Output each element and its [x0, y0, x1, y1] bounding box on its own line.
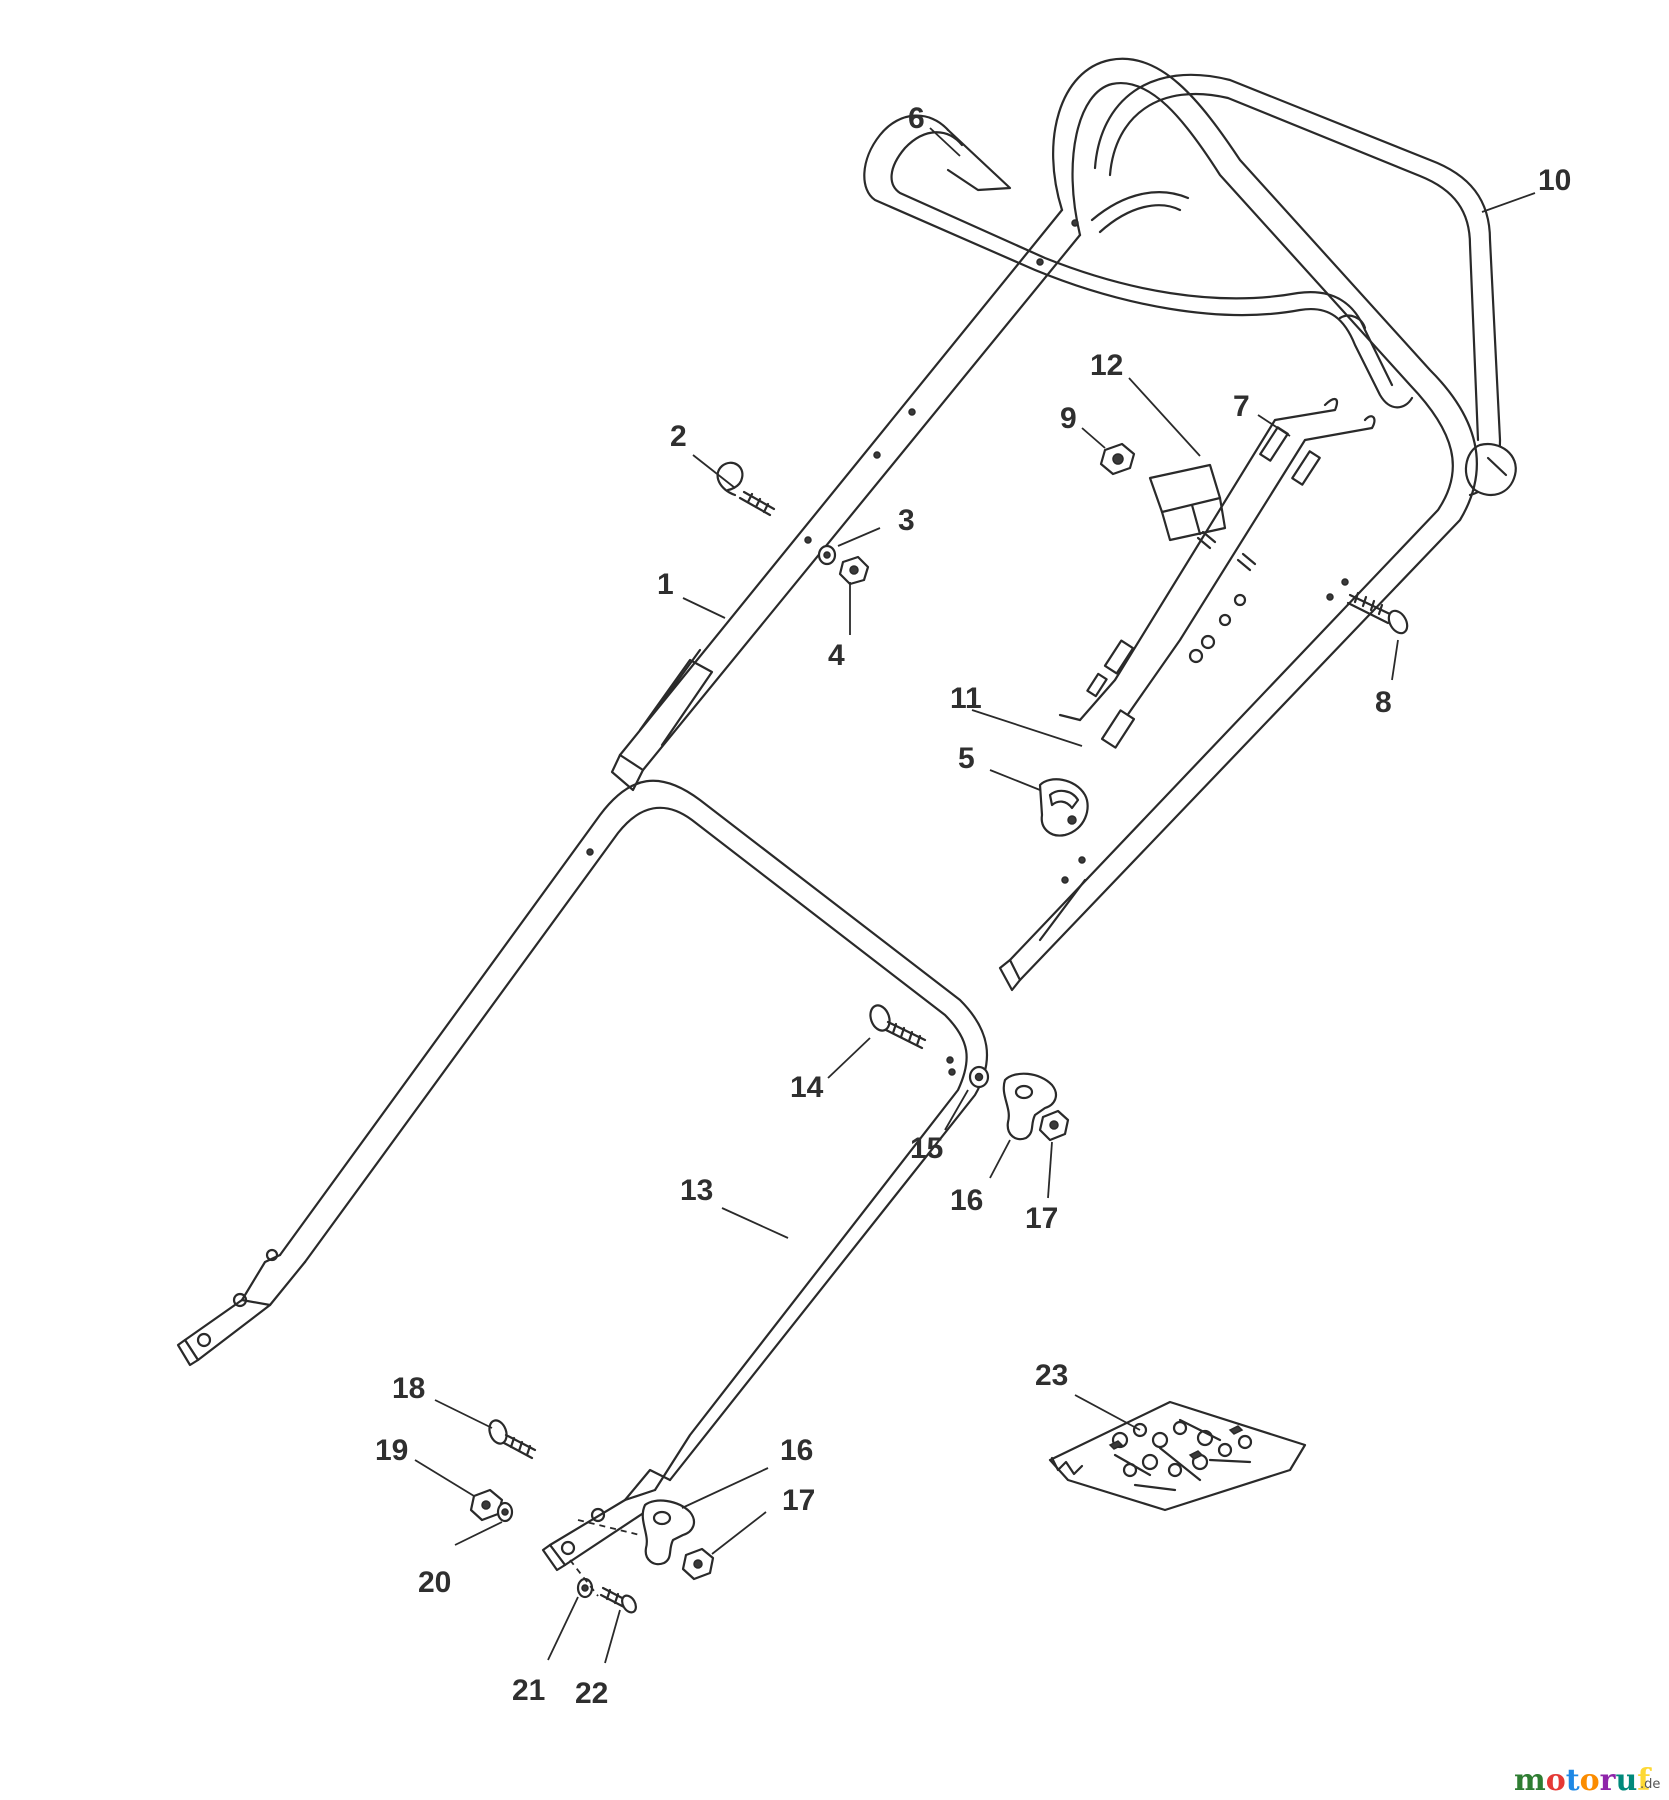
- callout-15: 15: [910, 1132, 943, 1165]
- upper-handle-frame-part: [610, 57, 1478, 992]
- callout-8: 8: [1375, 686, 1392, 719]
- knob-16a-part: [1002, 1072, 1058, 1141]
- cable-clip-part: [1148, 463, 1227, 542]
- upper-handle-bar-part: [1093, 73, 1517, 497]
- callout-19: 19: [375, 1434, 408, 1467]
- nut-17a-part: [1038, 1109, 1070, 1142]
- callout-18: 18: [392, 1372, 425, 1405]
- callout-4: 4: [828, 639, 845, 672]
- callout-11: 11: [950, 682, 982, 715]
- motoruf-watermark-logo: motoruf .de: [1514, 1763, 1660, 1798]
- bolt-8-part: [1346, 591, 1409, 635]
- nut-9-part: [1099, 442, 1136, 476]
- nut-17b-part: [681, 1547, 715, 1581]
- callout-2: 2: [670, 420, 687, 453]
- callout-5: 5: [958, 742, 975, 775]
- callout-1: 1: [657, 568, 674, 601]
- hook-part: [716, 461, 776, 517]
- assembly-dashed-line-2: [569, 1559, 599, 1597]
- svg-text:motoruf: motoruf: [1514, 1763, 1652, 1798]
- callout-16-lower: 16: [780, 1434, 813, 1467]
- callout-20: 20: [418, 1566, 451, 1599]
- callout-13: 13: [680, 1174, 713, 1207]
- knob-16b-part: [641, 1499, 696, 1566]
- callout-16-upper: 16: [950, 1184, 983, 1217]
- callout-12: 12: [1090, 349, 1123, 382]
- callout-6: 6: [908, 102, 925, 135]
- callout-9: 9: [1060, 402, 1077, 435]
- callout-numbers: 6 10 12 7 9 2 3 1 4 8 11 5 14 15 16 17 1…: [375, 102, 1571, 1710]
- nut-4-part: [838, 555, 870, 586]
- callout-22: 22: [575, 1677, 608, 1710]
- washer-15-part: [968, 1065, 990, 1089]
- nut-19-part: [469, 1488, 504, 1522]
- bail-bar-part: [863, 114, 1414, 409]
- cable-clamp-part: [1038, 778, 1089, 837]
- callout-3: 3: [898, 504, 915, 537]
- callout-17-upper: 17: [1025, 1202, 1058, 1235]
- svg-text:.de: .de: [1640, 1777, 1660, 1792]
- bolt-14-part: [869, 1004, 927, 1050]
- washer-3-part: [817, 544, 837, 566]
- bolt-22-part: [599, 1586, 637, 1614]
- callout-14: 14: [790, 1071, 824, 1104]
- hardware-bag-part: [1048, 1400, 1307, 1512]
- lower-handle-frame-part: [176, 779, 989, 1572]
- callout-7: 7: [1233, 390, 1250, 423]
- callout-10: 10: [1538, 164, 1571, 197]
- leader-lines: [414, 127, 1536, 1664]
- callout-23: 23: [1035, 1359, 1068, 1392]
- washer-20-part: [496, 1501, 514, 1523]
- control-cables-part: [1058, 397, 1376, 749]
- callout-17-lower: 17: [782, 1484, 815, 1517]
- callout-21: 21: [512, 1674, 545, 1707]
- washer-21-part: [576, 1577, 594, 1599]
- bolt-18-part: [488, 1419, 537, 1460]
